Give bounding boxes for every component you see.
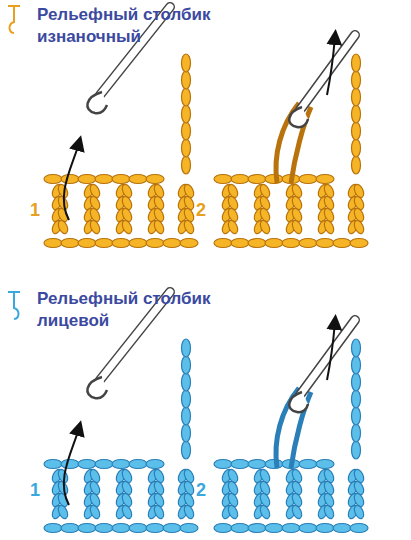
stitch-title: Рельефный столбик изнаночный [37, 4, 227, 48]
step-number: 1 [30, 200, 40, 220]
step-number: 2 [196, 200, 206, 220]
stitch-symbol [8, 6, 20, 33]
step-number: 2 [196, 480, 206, 500]
stitch-drawing [214, 35, 368, 248]
stitch-drawing [214, 320, 368, 533]
stitch-symbol [8, 292, 20, 319]
step-number: 1 [30, 480, 40, 500]
stitch-title: Рельефный столбик лицевой [37, 288, 227, 332]
